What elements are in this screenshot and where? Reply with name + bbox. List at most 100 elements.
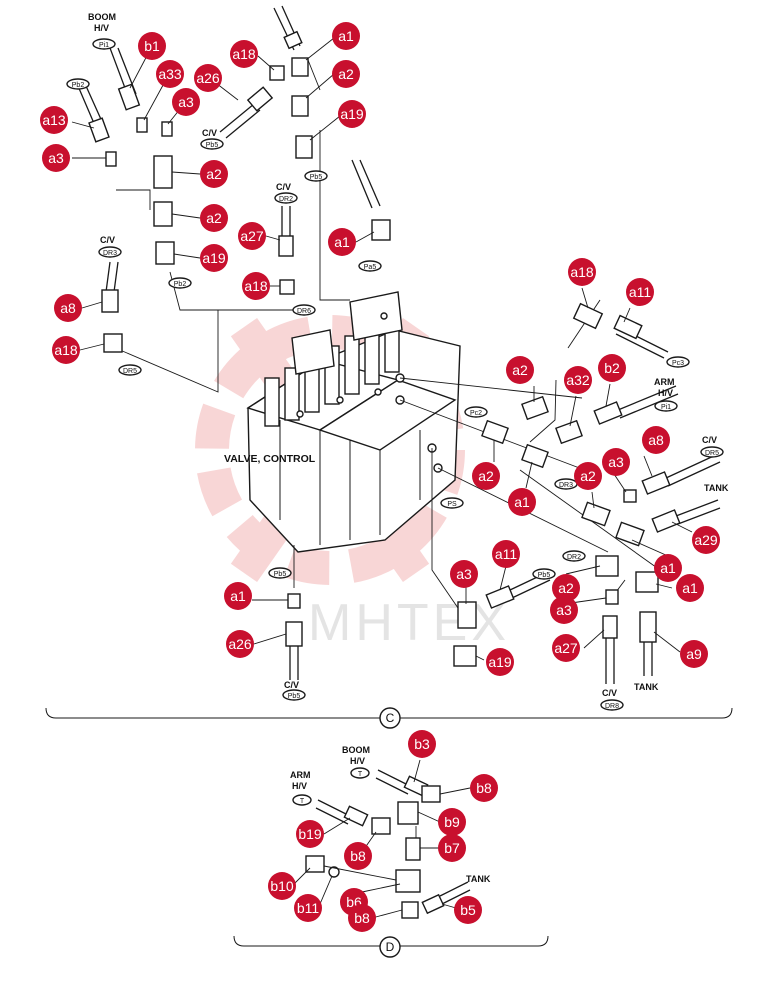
fitting-a3-right (623, 489, 637, 503)
boom-hv-d-line1: BOOM (342, 745, 370, 755)
hose-b1 (109, 47, 141, 111)
hose-b2 (593, 385, 679, 425)
callout-circle (564, 366, 592, 394)
section-d-parts (305, 769, 471, 919)
hose-a9 (639, 611, 657, 676)
text-labels: BOOM H/V C/V C/V C/V ARM H/V C/V TANK C/… (88, 12, 729, 884)
callout-circle (492, 540, 520, 568)
cv-dr8-label: C/V (602, 688, 617, 698)
callout-b1: b1 (138, 32, 166, 60)
callout-a19: a19 (486, 648, 514, 676)
callout-circle (654, 554, 682, 582)
callout-a3: a3 (450, 560, 478, 588)
port-dr3-mid: DR3 (559, 482, 573, 489)
port-tag: DR3 (98, 246, 122, 258)
fitting-a1-right-lower (615, 521, 645, 547)
callout-a32: a32 (564, 366, 592, 394)
hose-a13 (77, 85, 110, 143)
callout-circle (268, 872, 296, 900)
port-tag: DR5 (700, 446, 724, 458)
fitting-a1-bottom-left (457, 601, 477, 629)
callout-circle (598, 354, 626, 382)
callout-a11: a11 (626, 278, 654, 306)
port-tag: Pa5 (358, 260, 382, 272)
callout-circle (344, 842, 372, 870)
port-tag: Pb5 (200, 138, 224, 150)
callout-text: a2 (512, 362, 528, 378)
callout-circle (338, 100, 366, 128)
callout-circle (52, 336, 80, 364)
hose-b3 (375, 769, 429, 797)
callout-text: a18 (244, 278, 268, 294)
callout-text: a27 (240, 228, 264, 244)
port-pc2: Pc2 (470, 410, 482, 417)
port-pb5-a19: Pb5 (310, 174, 323, 181)
callout-text: a1 (334, 234, 350, 250)
fitting-a18-left (103, 333, 123, 353)
callout-b8: b8 (344, 842, 372, 870)
callout-circle (42, 144, 70, 172)
callout-circle (626, 278, 654, 306)
hose-b19 (315, 799, 369, 827)
port-tag: Pb5 (282, 689, 306, 701)
callout-text: a8 (60, 300, 76, 316)
callout-a33: a33 (156, 60, 184, 88)
callout-a3: a3 (550, 596, 578, 624)
callout-a3: a3 (42, 144, 70, 172)
fitting-a1-bottom-right (635, 571, 659, 593)
callout-a18: a18 (242, 272, 270, 300)
port-tag: DR2 (274, 192, 298, 204)
callout-circle (552, 574, 580, 602)
callout-b9: b9 (438, 808, 466, 836)
port-pi1-arm: Pi1 (661, 404, 671, 411)
port-tag: DR3 (554, 478, 578, 490)
cv-pb5-top-label: C/V (202, 128, 217, 138)
callout-text: b3 (414, 736, 430, 752)
callout-circle (408, 730, 436, 758)
callout-a13: a13 (40, 106, 68, 134)
cv-dr3-label: C/V (100, 235, 115, 245)
callout-a2: a2 (506, 356, 534, 384)
callout-text: b19 (298, 826, 322, 842)
callout-a27: a27 (238, 222, 266, 250)
callout-circle (692, 526, 720, 554)
callout-circle (238, 222, 266, 250)
arm-hv-right-line2: H/V (658, 388, 673, 398)
callout-a1: a1 (508, 488, 536, 516)
callout-text: a26 (228, 636, 252, 652)
callout-circle (472, 462, 500, 490)
tank-d-label: TANK (466, 874, 491, 884)
callout-text: a2 (580, 468, 596, 484)
port-tag: DR5 (118, 364, 142, 376)
callout-circle (450, 560, 478, 588)
callout-circle (470, 774, 498, 802)
port-pi1-top: Pi1 (99, 42, 109, 49)
callout-circle (332, 60, 360, 88)
arm-hv-d-line1: ARM (290, 770, 311, 780)
fitting-a2-center (481, 419, 509, 445)
boom-hv-d-line2: H/V (350, 756, 365, 766)
callout-text: a1 (660, 560, 676, 576)
callout-a8: a8 (54, 294, 82, 322)
callout-text: a2 (206, 210, 222, 226)
callout-a2: a2 (574, 462, 602, 490)
callout-a3: a3 (172, 88, 200, 116)
hose-a27-bottom (602, 615, 618, 684)
callout-a18: a18 (568, 258, 596, 286)
callout-circle (54, 294, 82, 322)
callout-text: a19 (202, 250, 226, 266)
callout-text: a3 (608, 454, 624, 470)
callout-circle (242, 272, 270, 300)
section-c-bracket: C (45, 707, 733, 729)
callout-circle (296, 820, 324, 848)
callout-a18: a18 (52, 336, 80, 364)
section-d-label: D (386, 940, 395, 954)
callout-b11: b11 (294, 894, 322, 922)
callout-b3: b3 (408, 730, 436, 758)
callout-circle (294, 894, 322, 922)
callout-circle (332, 22, 360, 50)
hose-top-center (273, 5, 303, 51)
callout-circle (676, 574, 704, 602)
tank-right-label: TANK (704, 483, 729, 493)
